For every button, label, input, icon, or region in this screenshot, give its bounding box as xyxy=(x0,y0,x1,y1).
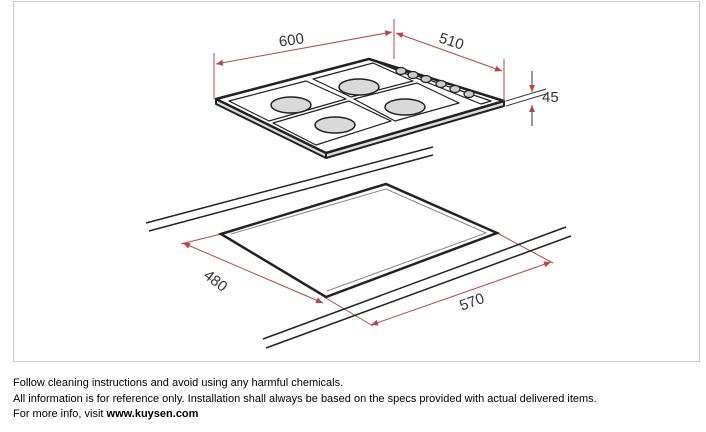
diagram-frame: 600 510 45 480 570 xyxy=(13,1,700,362)
more-info-note: For more info, visit www.kuysen.com xyxy=(13,407,597,423)
burners xyxy=(270,78,426,134)
cleaning-note: Follow cleaning instructions and avoid u… xyxy=(13,377,344,389)
burner-back-left xyxy=(270,96,312,114)
website-link[interactable]: www.kuysen.com xyxy=(106,408,199,420)
more-info-prefix: For more info, visit xyxy=(13,408,107,420)
dimension-height-label: 45 xyxy=(542,89,559,106)
burner-front-right xyxy=(384,98,426,116)
dimension-depth-label: 510 xyxy=(437,30,466,54)
cutout-depth-label: 480 xyxy=(200,267,230,296)
countertop xyxy=(145,146,572,349)
notes: Follow cleaning instructions and avoid u… xyxy=(13,376,597,423)
burner-back-right xyxy=(338,78,380,96)
burner-front-left xyxy=(314,116,356,134)
dimension-lines xyxy=(180,19,554,327)
cooktop-dimension-diagram: 600 510 45 480 570 xyxy=(145,19,572,349)
reference-note: All information is for reference only. I… xyxy=(13,392,597,405)
cooktop xyxy=(214,57,506,159)
dimension-width-label: 600 xyxy=(278,30,305,50)
